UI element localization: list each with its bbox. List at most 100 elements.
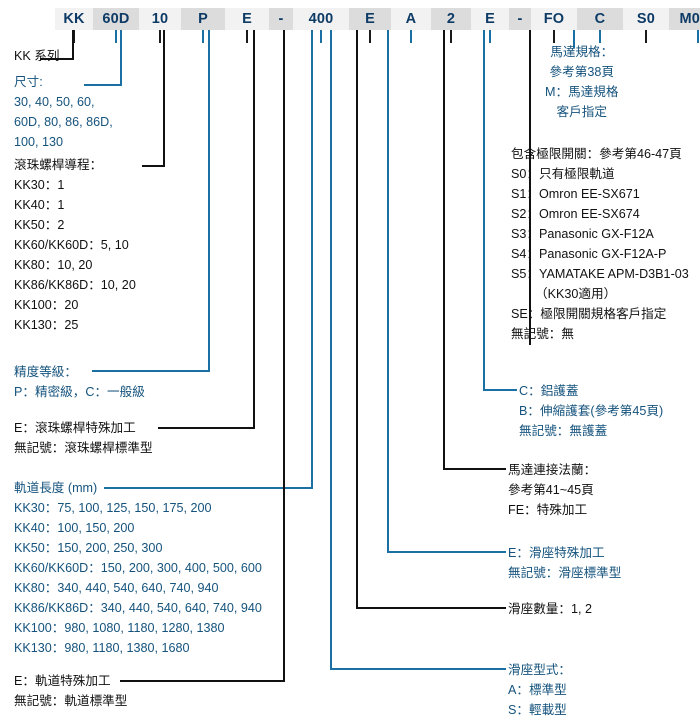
- list-item: KK50：2: [14, 218, 65, 232]
- list-item: KK100：980, 1080, 1180, 1280, 1380: [14, 621, 225, 635]
- code-cell-14[interactable]: S0: [623, 8, 669, 30]
- code-cell-5[interactable]: -: [269, 8, 293, 30]
- accuracy-title: 精度等級：: [14, 365, 77, 379]
- tick-7: [369, 30, 371, 43]
- list-item: C：鋁護蓋: [519, 384, 579, 398]
- leader-line-screw-machining-h: [158, 427, 254, 429]
- leader-line-rail-machining: [283, 30, 285, 682]
- code-cell-3[interactable]: P: [181, 8, 225, 30]
- rail-length-title: 軌道長度 (mm): [14, 481, 98, 495]
- leader-line-rail-machining-h: [120, 680, 285, 682]
- leader-line-slider-count-h: [356, 607, 506, 609]
- code-cell-9[interactable]: 2: [431, 8, 471, 30]
- list-item: 參考第38頁: [549, 65, 614, 79]
- slider-count-block: 滑座數量：1, 2: [508, 599, 592, 619]
- list-item: 馬達連接法蘭：: [508, 463, 597, 477]
- leader-line-accuracy: [208, 30, 210, 372]
- limit-switch-title: 包含極限開關：參考第46-47頁: [511, 147, 682, 161]
- leader-line-motor-spec: [573, 30, 575, 48]
- list-item: 無記號：滾珠螺桿標準型: [14, 441, 153, 455]
- size-block: 尺寸: 30, 40, 50, 60,60D, 80, 86, 86D,100,…: [14, 72, 113, 152]
- code-cell-10[interactable]: E: [471, 8, 509, 30]
- rail-machining-lines: E：軌道特殊加工無記號：軌道標準型: [14, 671, 127, 711]
- accuracy-block: 精度等級： P：精密級，C：一般級: [14, 362, 145, 402]
- leader-line-screw-machining: [253, 30, 255, 429]
- list-item: M：馬達規格: [545, 85, 619, 99]
- list-item: 無記號：滑座標準型: [508, 566, 622, 580]
- list-item: S4：Panasonic GX-F12A-P: [511, 247, 667, 261]
- tick-9: [450, 30, 452, 43]
- screw-machining-lines: E：滾珠螺桿特殊加工無記號：滾珠螺桿標準型: [14, 418, 153, 458]
- code-cell-8[interactable]: A: [391, 8, 431, 30]
- list-item: 滑座型式：: [508, 663, 571, 677]
- list-item: KK80：10, 20: [14, 258, 93, 272]
- rail-machining-block: E：軌道特殊加工無記號：軌道標準型: [14, 671, 127, 711]
- list-item: A：標準型: [508, 683, 567, 697]
- list-item: KK40：100, 150, 200: [14, 521, 135, 535]
- leader-line-series-h: [40, 58, 74, 60]
- size-title: 尺寸:: [14, 75, 43, 89]
- list-item: 滑座數量：1, 2: [508, 602, 592, 616]
- size-lines: 30, 40, 50, 60,60D, 80, 86, 86D,100, 130: [14, 92, 113, 152]
- code-cell-15[interactable]: M051: [669, 8, 700, 30]
- list-item: KK100：20: [14, 298, 79, 312]
- tick-6: [320, 30, 322, 43]
- leader-line-motor-flange-h: [443, 468, 506, 470]
- code-cell-4[interactable]: E: [225, 8, 269, 30]
- code-cell-1[interactable]: 60D: [93, 8, 139, 30]
- list-item: KK86/KK86D：10, 20: [14, 278, 136, 292]
- list-item: 60D, 80, 86, 86D,: [14, 115, 113, 129]
- list-item: KK130：25: [14, 318, 79, 332]
- list-item: 無記號：軌道標準型: [14, 694, 128, 708]
- screw-machining-block: E：滾珠螺桿特殊加工無記號：滾珠螺桿標準型: [14, 418, 153, 458]
- list-item: S2：Omron EE-SX674: [511, 207, 640, 221]
- list-item: 客戶指定: [556, 105, 607, 119]
- motor-spec-block: 馬達規格： 參考第38頁 M：馬達規格客戶指定: [545, 42, 618, 122]
- lead-title: 滾珠螺桿導程：: [14, 158, 103, 172]
- list-item: SE：極限開關規格客戶指定: [511, 307, 667, 321]
- list-item: （KK30適用）: [535, 287, 617, 301]
- code-cell-12[interactable]: FO: [531, 8, 577, 30]
- list-item: KK50：150, 200, 250, 300: [14, 541, 163, 555]
- list-item: 100, 130: [14, 135, 64, 149]
- slider-machining-block: E：滑座特殊加工無記號：滑座標準型: [508, 543, 621, 583]
- list-item: S3：Panasonic GX-F12A: [511, 227, 654, 241]
- accuracy-lines: P：精密級，C：一般級: [14, 382, 145, 402]
- tick-3: [202, 30, 204, 43]
- code-cell-2[interactable]: 10: [139, 8, 181, 30]
- leader-line-cover: [483, 30, 485, 390]
- list-item: E：軌道特殊加工: [14, 674, 111, 688]
- tick-12: [553, 30, 555, 43]
- list-item: 馬達規格：: [550, 45, 614, 59]
- code-cell-6[interactable]: 400: [293, 8, 349, 30]
- leader-line-accuracy-h: [92, 370, 210, 372]
- leader-line-motor-flange: [443, 30, 445, 469]
- list-item: KK80：340, 440, 540, 640, 740, 940: [14, 581, 219, 595]
- series-block: KK 系列: [14, 46, 60, 66]
- list-item: KK40：1: [14, 198, 65, 212]
- leader-line-series: [72, 30, 74, 60]
- tick-10: [489, 30, 491, 43]
- tick-14: [645, 30, 647, 43]
- list-item: KK60/KK60D：5, 10: [14, 238, 129, 252]
- slider-count-lines: 滑座數量：1, 2: [508, 599, 592, 619]
- list-item: E：滾珠螺桿特殊加工: [14, 421, 136, 435]
- code-cell-11[interactable]: -: [509, 8, 531, 30]
- list-item: 無記號：無護蓋: [519, 424, 608, 438]
- leader-line-slider-machining-h: [387, 551, 506, 553]
- list-item: 參考第41~45頁: [508, 483, 594, 497]
- code-cell-7[interactable]: E: [349, 8, 391, 30]
- list-item: S0：只有極限軌道: [511, 167, 615, 181]
- code-cell-13[interactable]: C: [577, 8, 623, 30]
- leader-line-lead: [163, 30, 165, 167]
- leader-line-slider-count: [356, 30, 358, 609]
- code-cell-0[interactable]: KK: [55, 8, 93, 30]
- leader-line-rail-length: [311, 30, 313, 489]
